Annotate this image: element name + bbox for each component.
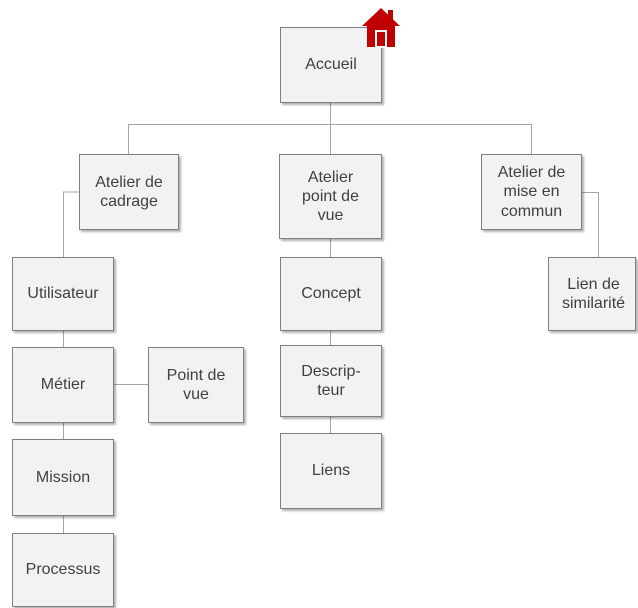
node-atelier-mise-en-commun-label: Atelier de mise en commun [497, 164, 566, 220]
node-atelier-mise-en-commun[interactable]: Atelier de mise en commun [481, 154, 582, 230]
connector-cadrage-to-utilisateur [63, 191, 80, 257]
node-atelier-point-de-vue-label: Atelier point de vue [302, 168, 359, 225]
node-utilisateur[interactable]: Utilisateur [12, 257, 114, 331]
node-concept-label: Concept [301, 285, 361, 303]
node-accueil[interactable]: Accueil [280, 27, 382, 103]
node-mission-label: Mission [35, 468, 91, 486]
node-concept[interactable]: Concept [280, 257, 382, 331]
node-metier[interactable]: Métier [12, 347, 114, 423]
node-metier-label: Métier [40, 376, 86, 394]
node-descripteur[interactable]: Descrip- teur [280, 345, 382, 417]
node-liens[interactable]: Liens [280, 433, 382, 509]
node-liens-label: Liens [311, 462, 351, 480]
node-point-de-vue[interactable]: Point de vue [148, 347, 244, 423]
connector-mise-en-commun-to-lien [582, 192, 599, 257]
node-lien-de-similarite-label: Lien de similarité [561, 275, 626, 312]
node-processus[interactable]: Processus [12, 533, 114, 607]
node-descripteur-label: Descrip- teur [301, 362, 361, 399]
node-atelier-point-de-vue[interactable]: Atelier point de vue [279, 154, 382, 239]
node-lien-de-similarite[interactable]: Lien de similarité [548, 257, 636, 331]
node-atelier-cadrage[interactable]: Atelier de cadrage [79, 154, 179, 230]
node-point-de-vue-label: Point de vue [166, 366, 226, 403]
node-atelier-cadrage-label: Atelier de cadrage [95, 173, 163, 210]
node-processus-label: Processus [25, 561, 101, 579]
node-accueil-label: Accueil [305, 56, 357, 74]
home-icon[interactable] [361, 6, 401, 48]
node-utilisateur-label: Utilisateur [27, 285, 99, 303]
node-mission[interactable]: Mission [12, 439, 114, 516]
